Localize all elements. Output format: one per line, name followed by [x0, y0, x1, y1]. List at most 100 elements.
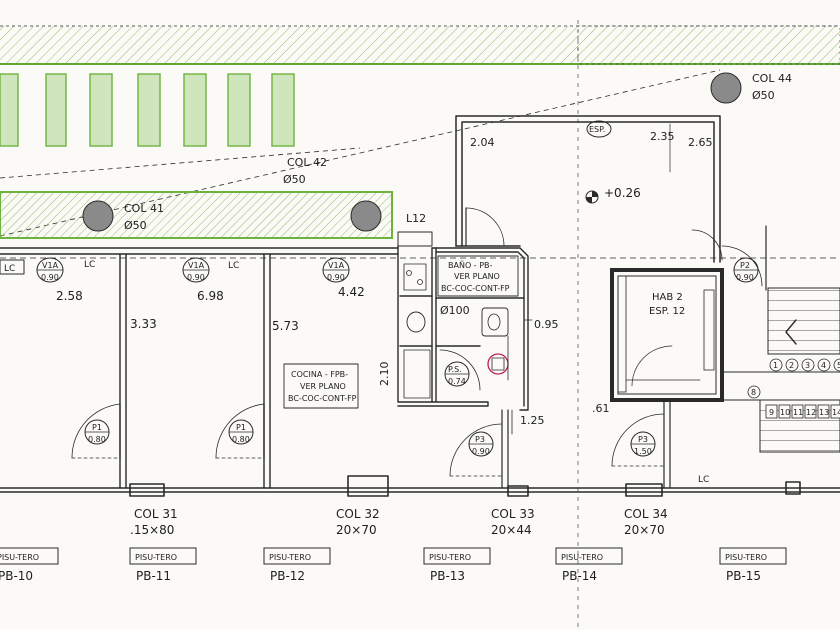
window-tag-1: V1A 0.90 — [36, 257, 64, 283]
stair-number: 1 — [769, 358, 783, 372]
col32-name: COL 32 — [336, 507, 380, 521]
svg-text:0.80: 0.80 — [232, 435, 250, 444]
svg-text:P1: P1 — [92, 423, 102, 432]
stair-number: 4 — [817, 358, 831, 372]
planter-beam — [0, 191, 393, 239]
pisu-tero-title: PISU-TERO — [0, 553, 39, 562]
svg-text:0.80: 0.80 — [88, 435, 106, 444]
svg-text:P1: P1 — [236, 423, 246, 432]
bano-note-1: BAÑO - PB- — [448, 260, 493, 270]
stair-number: 10 — [778, 404, 791, 419]
door-p1-b: P1 0.80 — [215, 403, 265, 459]
dim-2-58: 2.58 — [56, 289, 83, 303]
svg-text:0.90: 0.90 — [327, 273, 345, 282]
stair-number: 5 — [833, 358, 840, 372]
svg-text:P3: P3 — [638, 435, 648, 444]
hab2-subtitle: ESP. 12 — [649, 306, 685, 317]
cocina-note-3: BC-COC-CONT-FP — [288, 394, 357, 403]
bano-note-3: BC-COC-CONT-FP — [441, 284, 510, 293]
dim-2-65: 2.65 — [688, 136, 713, 149]
stair-number-8: 8 — [747, 385, 761, 399]
pisu-tero-code: PB-15 — [726, 569, 761, 583]
column-44 — [710, 72, 742, 104]
floor-drain-highlight — [487, 353, 509, 375]
dim-2-04: 2.04 — [470, 136, 495, 149]
stair-number: 2 — [785, 358, 799, 372]
dim-6-98: 6.98 — [197, 289, 224, 303]
dim-0-61: .61 — [592, 402, 610, 415]
dim-dia-100: Ø100 — [440, 304, 470, 317]
south-columns — [129, 475, 801, 497]
window-tag-2: V1A 0.90 — [182, 257, 210, 283]
stair-number: 9 — [765, 404, 778, 419]
dim-5-73: 5.73 — [272, 319, 299, 333]
dim-2-35: 2.35 — [650, 130, 675, 143]
cocina-note-box — [283, 363, 359, 409]
door-ps: P.S. 0.74 — [439, 349, 481, 391]
pisu-tero-4: PISU-TERO PB-13 — [423, 547, 491, 583]
col31-name: COL 31 — [134, 507, 178, 521]
col41-name: COL 41 — [124, 202, 164, 215]
pisu-tero-title: PISU-TERO — [561, 553, 603, 562]
door-p1-a: P1 0.80 — [71, 403, 121, 459]
column-41 — [82, 200, 114, 232]
column-42 — [350, 200, 382, 232]
door-p2: P2 0.90 — [721, 225, 767, 291]
level-value: +0.26 — [604, 186, 641, 200]
svg-text:13: 13 — [819, 408, 829, 417]
stair-number: 13 — [817, 404, 830, 419]
door-p3-a: P3 0.90 — [449, 409, 509, 489]
pisu-tero-code: PB-12 — [270, 569, 305, 583]
pisu-tero-6: PISU-TERO PB-15 — [719, 547, 787, 583]
pisu-tero-title: PISU-TERO — [269, 553, 311, 562]
col42-size: Ø50 — [283, 173, 306, 186]
pisu-tero-title: PISU-TERO — [135, 553, 177, 562]
pisu-tero-title: PISU-TERO — [725, 553, 767, 562]
col42-name: COL 42 — [287, 156, 327, 169]
col44-name: COL 44 — [752, 72, 792, 85]
svg-text:0.90: 0.90 — [736, 273, 754, 282]
svg-text:P.S.: P.S. — [448, 365, 462, 374]
hab2-title: HAB 2 — [652, 292, 683, 303]
pisu-tero-code: PB-11 — [136, 569, 171, 583]
svg-text:0.90: 0.90 — [41, 273, 59, 282]
lc-label-3: LC — [228, 261, 239, 271]
svg-text:1.50: 1.50 — [634, 447, 652, 456]
col32-size: 20×70 — [336, 523, 377, 537]
col33-name: COL 33 — [491, 507, 535, 521]
cocina-note-1: COCINA - FPB- — [291, 370, 348, 379]
door-p3-b: P3 1.50 — [611, 399, 671, 489]
pisu-tero-title: PISU-TERO — [429, 553, 471, 562]
pisu-tero-3: PISU-TERO PB-12 — [263, 547, 331, 583]
upper-room-walls — [455, 115, 721, 263]
svg-text:V1A: V1A — [328, 261, 345, 270]
pisu-tero-code: PB-14 — [562, 569, 597, 583]
dim-1-25: 1.25 — [520, 414, 545, 427]
svg-text:4: 4 — [821, 361, 826, 370]
stair-number: 12 — [804, 404, 817, 419]
pisu-tero-code: PB-13 — [430, 569, 465, 583]
svg-text:V1A: V1A — [188, 261, 205, 270]
svg-text:12: 12 — [806, 408, 816, 417]
l12-label: L12 — [406, 212, 426, 225]
bano-note-box — [437, 255, 519, 297]
col41-size: Ø50 — [124, 219, 147, 232]
svg-text:P2: P2 — [740, 261, 750, 270]
dim-3-33: 3.33 — [130, 317, 157, 331]
svg-text:0.90: 0.90 — [472, 447, 490, 456]
svg-text:14: 14 — [832, 408, 840, 417]
svg-text:0.90: 0.90 — [187, 273, 205, 282]
svg-text:10: 10 — [780, 408, 790, 417]
pisu-tero-2: PISU-TERO PB-11 — [129, 547, 197, 583]
stair-number: 14 — [830, 404, 840, 419]
esp-bubble — [586, 120, 612, 138]
svg-text:V1A: V1A — [42, 261, 59, 270]
svg-text:1: 1 — [773, 361, 778, 370]
lc-label-1: LC — [4, 264, 15, 274]
window-tag-3: V1A 0.90 — [322, 257, 350, 283]
col34-name: COL 34 — [624, 507, 668, 521]
main-north-wall — [0, 247, 399, 255]
